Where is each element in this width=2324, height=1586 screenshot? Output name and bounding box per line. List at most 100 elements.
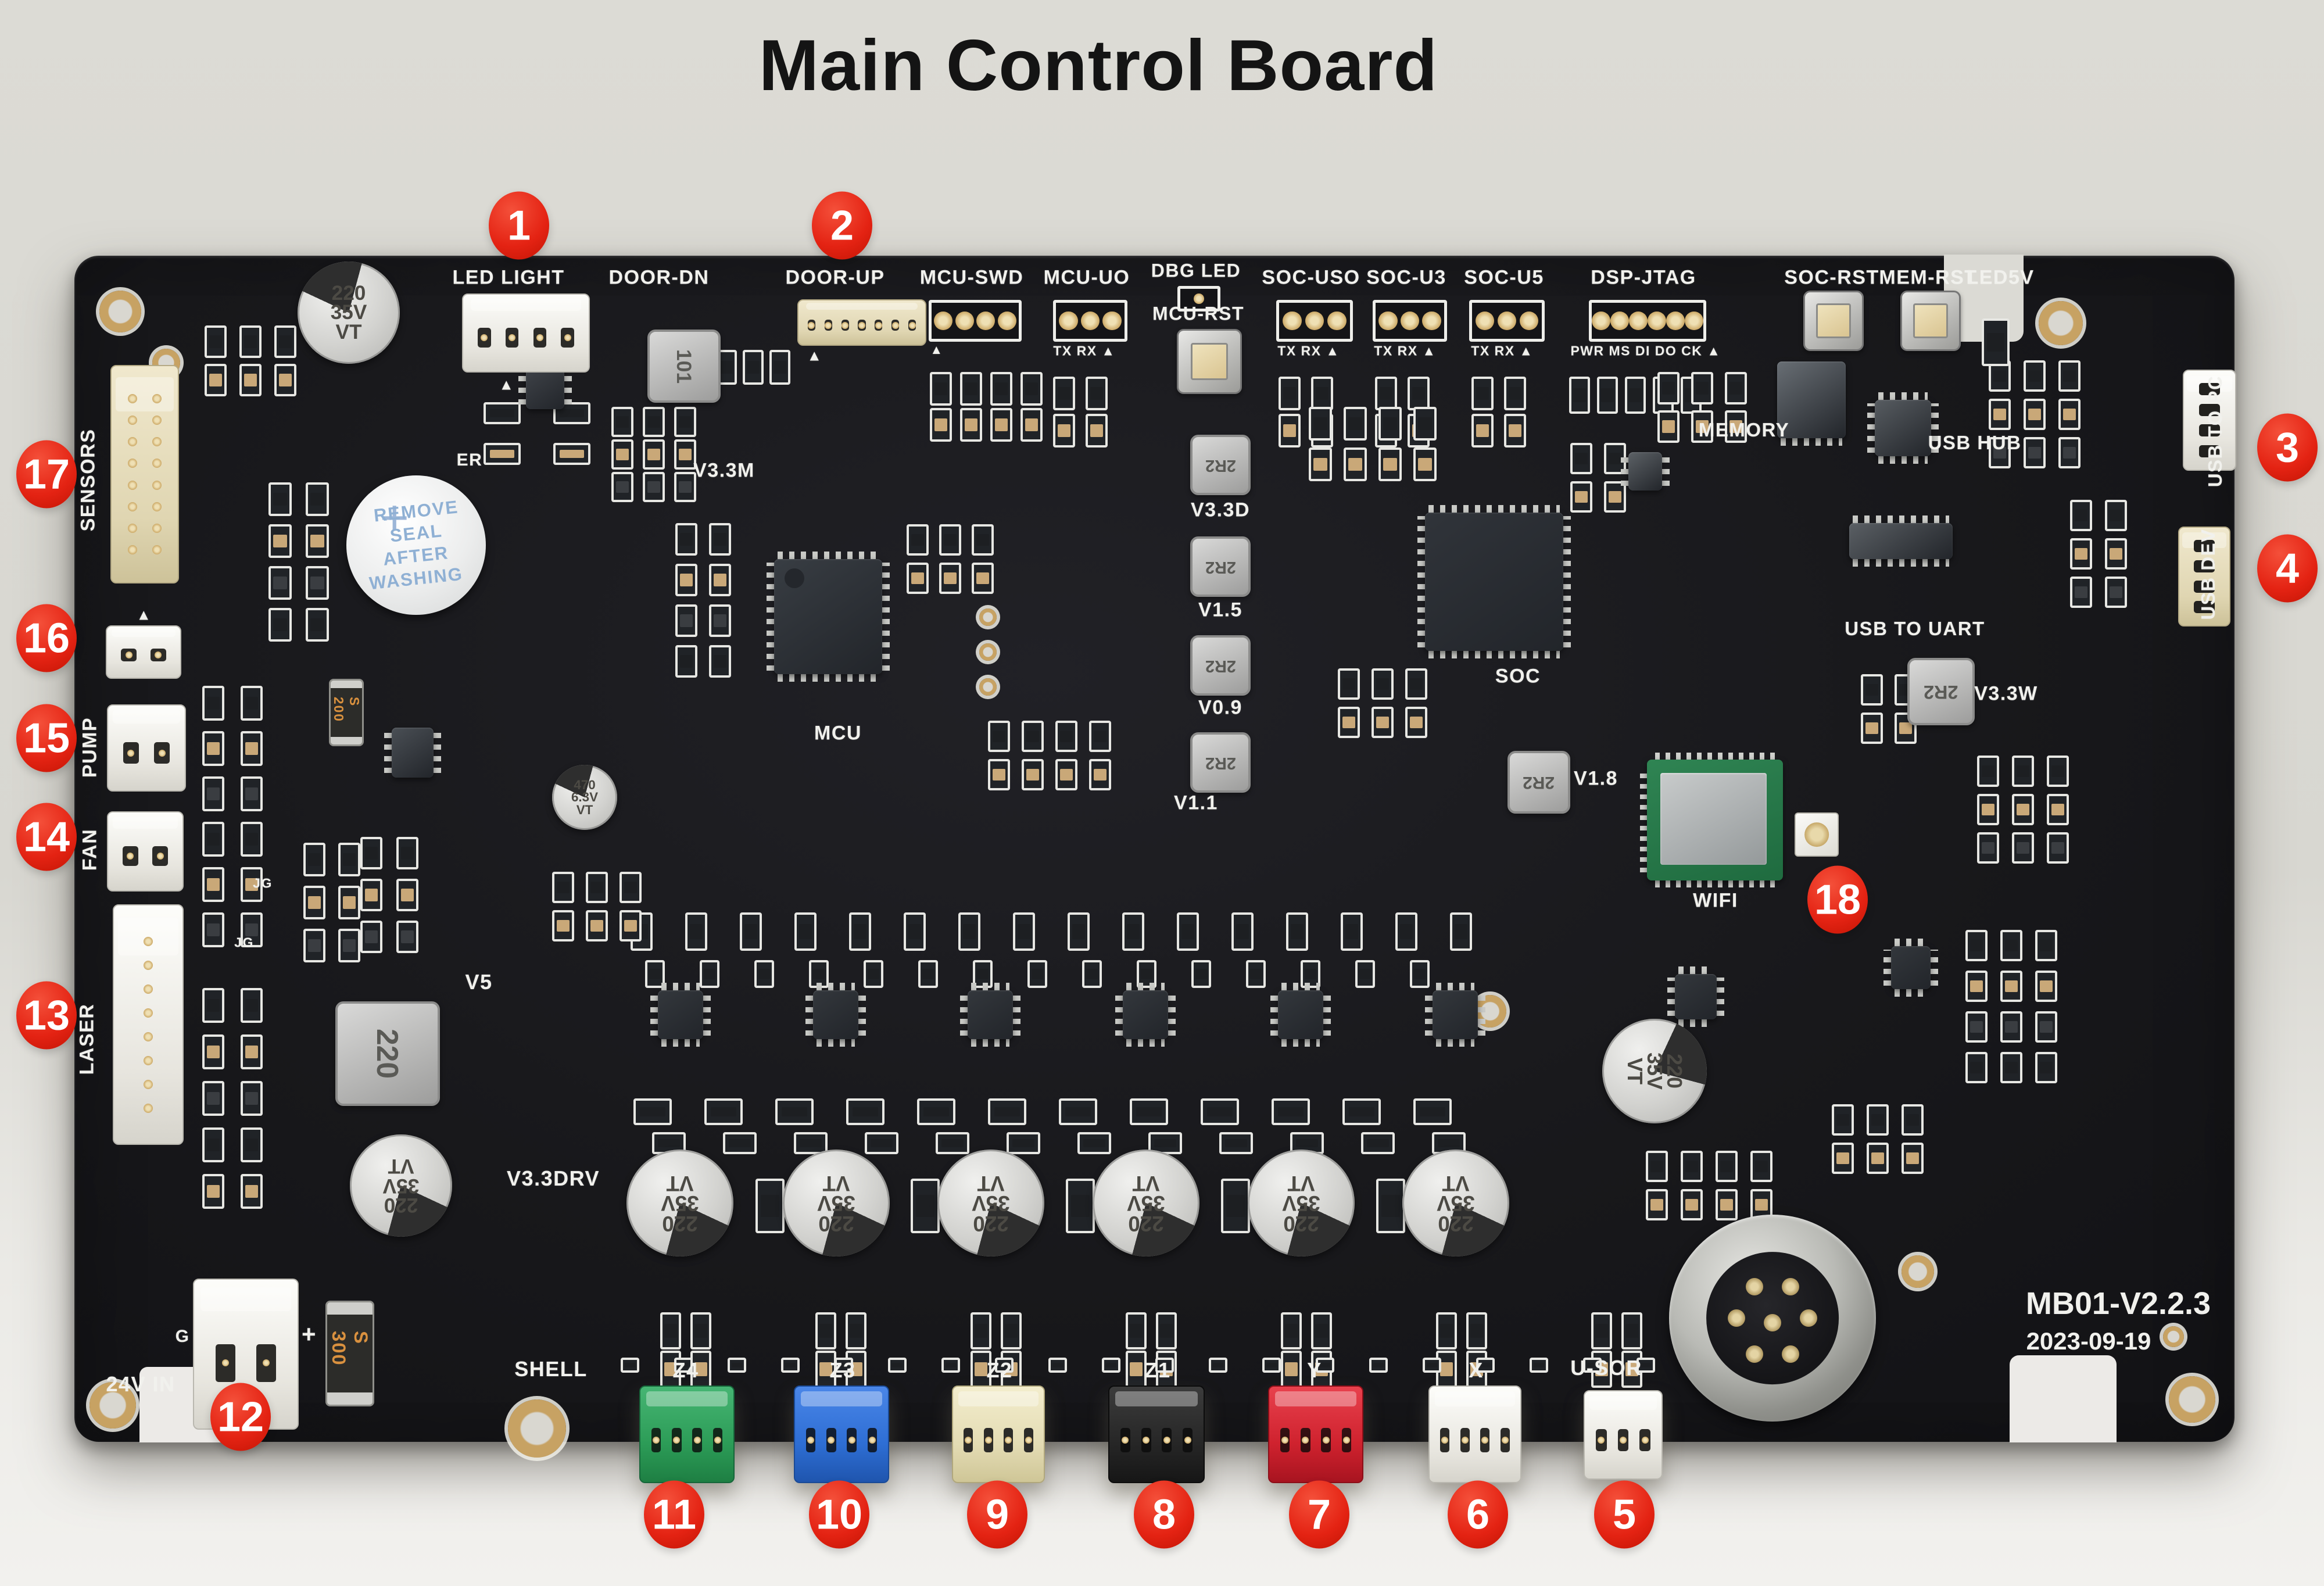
driver-chip (1675, 974, 1717, 1019)
smd-component (1378, 407, 1402, 441)
chip-pins (1281, 983, 1320, 990)
antenna-socket (1804, 822, 1829, 847)
silkscreen-label: SOC-U5 (1464, 266, 1544, 289)
smd-component (396, 879, 418, 911)
smd-body (1906, 1114, 1920, 1126)
smd-component (338, 929, 360, 962)
smd-component (1055, 721, 1077, 752)
smd-component (1013, 912, 1035, 951)
connector-pin (908, 321, 916, 329)
smd-body (1305, 969, 1316, 979)
connector-pin (481, 334, 488, 341)
smd-component (202, 1034, 224, 1069)
driver-chip (1433, 990, 1478, 1039)
smd-body (1195, 969, 1207, 979)
smd-component (1001, 1312, 1022, 1349)
smd-component (1372, 707, 1394, 738)
smd-body (1181, 924, 1195, 939)
header-pin (1475, 311, 1495, 331)
smd-body (245, 832, 259, 846)
smd-body (1981, 803, 1995, 816)
smd-component (1471, 377, 1494, 410)
smd-body (1348, 1107, 1375, 1117)
smd-component (1342, 1098, 1381, 1125)
smd-component (2000, 1011, 2022, 1043)
callout-3: 3 (2257, 413, 2318, 482)
smd-component (1861, 713, 1883, 744)
smd-body (1025, 382, 1039, 395)
smd-body (1629, 388, 1642, 403)
chip-dot (785, 568, 804, 588)
silkscreen-label: V3.3M (693, 459, 755, 482)
silkscreen-label: USB DEV (2197, 528, 2219, 620)
smd-body (2039, 980, 2053, 993)
smd-component (239, 364, 262, 396)
smd-component (202, 776, 224, 811)
wifi-pins (1640, 768, 1647, 872)
smd-body (774, 360, 786, 374)
connector-pin (155, 651, 162, 659)
smd-component (1231, 912, 1254, 951)
smd-component (904, 912, 926, 951)
x-axis-connector (1428, 1385, 1521, 1483)
smd-component (611, 472, 633, 502)
smd-component (1504, 414, 1526, 447)
silkscreen-label: ER (456, 450, 483, 470)
smd-body (1836, 1114, 1850, 1126)
callout-8: 8 (1134, 1480, 1194, 1549)
smd-body (1650, 1198, 1664, 1211)
silkscreen-label: USB HUB (1928, 432, 2022, 453)
smd-body (1342, 678, 1356, 690)
smd-component (917, 1098, 955, 1125)
header-pin (1519, 311, 1539, 331)
smd-component (1621, 1312, 1642, 1349)
smd-body (400, 930, 414, 943)
connector-pin-row (194, 1330, 298, 1396)
smd-component (1902, 1143, 1924, 1174)
smd-component (1832, 1143, 1854, 1174)
callout-7: 7 (1289, 1480, 1349, 1549)
smd-component (1570, 443, 1592, 474)
smd-body (922, 969, 934, 979)
smd-body (2051, 842, 2065, 854)
smd-body (209, 374, 223, 386)
smd-body (1376, 678, 1390, 690)
connector-pin (152, 437, 162, 447)
smd-component (1965, 971, 1988, 1002)
smd-component (1504, 377, 1526, 410)
smd-body (977, 969, 989, 979)
silkscreen-label: FAN (78, 828, 101, 871)
smd-component (1219, 1132, 1253, 1154)
silkscreen-label: MCU-RST (1152, 303, 1245, 324)
smd-body (800, 1139, 822, 1147)
connector-pin (144, 936, 153, 946)
smd-body (1025, 418, 1039, 431)
smd-component (1625, 377, 1646, 414)
smd-component (2047, 756, 2069, 787)
smd-body (975, 1323, 987, 1338)
chip-pins (1662, 457, 1670, 486)
smd-component (1053, 377, 1075, 410)
smd-component (241, 1174, 263, 1209)
silkscreen-label: DOOR-UP (785, 266, 885, 289)
header-pin (1400, 311, 1420, 331)
din-pin-hole (1800, 1309, 1817, 1327)
chip-pins (1126, 983, 1165, 990)
board-notch (2010, 1355, 2117, 1442)
callout-12: 12 (210, 1383, 271, 1451)
smd-component (1246, 960, 1266, 988)
smd-body (1225, 1139, 1247, 1147)
smd-component (1344, 407, 1367, 441)
smd-body (916, 1195, 934, 1217)
connector-pin (128, 415, 138, 425)
smd-component (755, 1179, 785, 1233)
smd-component (2058, 360, 2081, 392)
smd-component (338, 843, 360, 876)
connector-pin (152, 415, 162, 425)
connector-pin (509, 334, 516, 341)
smd-body (664, 1362, 677, 1377)
smd-body (679, 614, 693, 627)
silkscreen-label: SHELL (514, 1357, 588, 1381)
u-sor-connector (1584, 1390, 1663, 1480)
